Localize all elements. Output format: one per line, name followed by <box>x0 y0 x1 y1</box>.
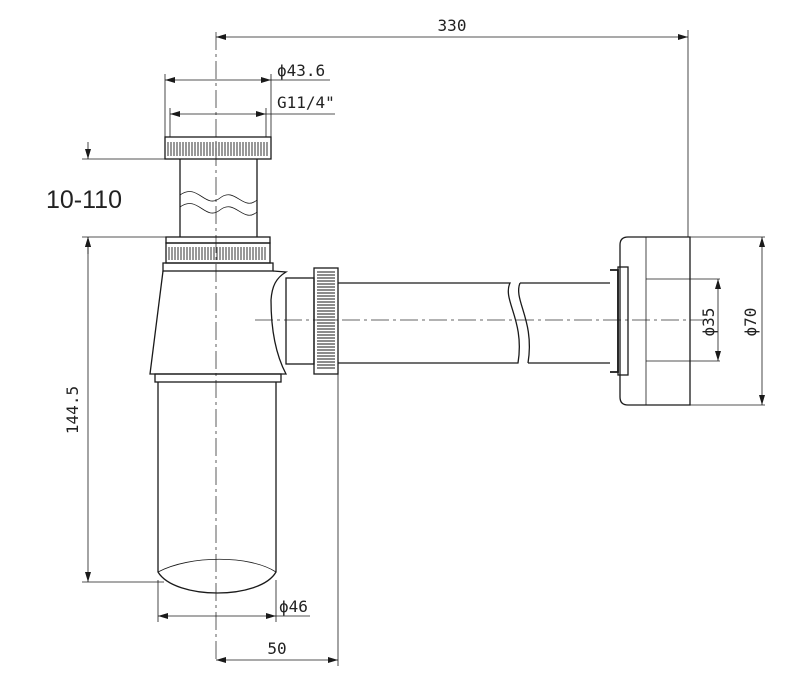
outlet-diameter-label: ϕ35 <box>699 308 718 337</box>
dimension-bottle-diameter: ϕ46 <box>157 580 310 622</box>
upper-collar <box>162 236 274 272</box>
inlet-nut <box>164 136 272 160</box>
dimension-adjust-range: 10-110 <box>46 142 180 254</box>
tailpiece <box>179 159 258 237</box>
inlet-diameter-label: ϕ43.6 <box>277 61 325 80</box>
bottle-body <box>149 270 289 594</box>
height-label: 144.5 <box>63 386 82 434</box>
outlet-nut <box>285 267 339 375</box>
wall-rosette <box>610 236 765 406</box>
dimension-height: 144.5 <box>63 237 164 583</box>
bottle-diameter-label: ϕ46 <box>279 597 308 616</box>
dimension-offset: 50 <box>216 374 339 666</box>
offset-label: 50 <box>267 639 286 658</box>
outlet-pipe <box>338 282 610 364</box>
thread-label: G11/4" <box>277 93 335 112</box>
overall-length-label: 330 <box>438 16 467 35</box>
dimension-rosette-diameter: ϕ70 <box>741 237 765 405</box>
center-lines <box>215 32 705 662</box>
dimension-outlet-diameter: ϕ35 <box>699 279 721 361</box>
dimension-thread: G11/4" <box>169 93 335 137</box>
adjust-range-label: 10-110 <box>46 186 122 214</box>
rosette-diameter-label: ϕ70 <box>741 308 760 337</box>
dimension-inlet-diameter: ϕ43.6 <box>164 61 330 137</box>
dimension-overall-length: 330 <box>216 16 689 237</box>
